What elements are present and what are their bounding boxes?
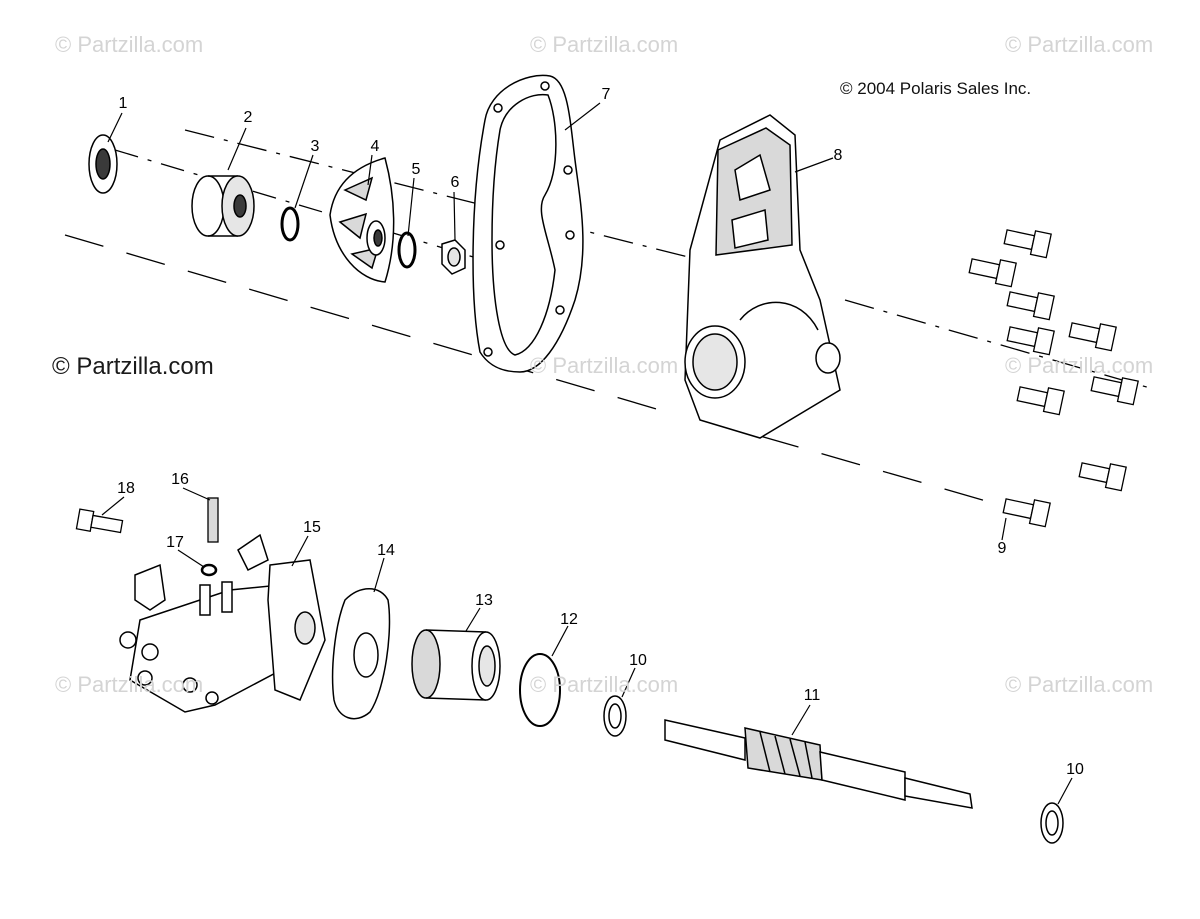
axis-line-lower bbox=[64, 234, 661, 411]
part-9-bolts bbox=[968, 229, 1139, 528]
part-10-washer bbox=[603, 695, 627, 737]
part-5-washer bbox=[397, 231, 417, 269]
axis-line-middle bbox=[114, 149, 491, 263]
part-10-washer-2 bbox=[1040, 802, 1064, 844]
copyright-notice: © 2004 Polaris Sales Inc. bbox=[840, 79, 1032, 98]
callout-17: 17 bbox=[166, 534, 184, 551]
part-14-gasket bbox=[331, 588, 391, 720]
callout-16: 16 bbox=[171, 471, 189, 488]
part-7-gasket bbox=[472, 74, 584, 373]
watermark-top-left: © Partzilla.com bbox=[55, 32, 204, 57]
watermark-bottom-right: © Partzilla.com bbox=[1005, 672, 1154, 697]
part-3-oring bbox=[280, 206, 300, 242]
callout-1: 1 bbox=[118, 95, 128, 112]
callout-6: 6 bbox=[450, 174, 460, 191]
callout-2: 2 bbox=[243, 109, 253, 126]
part-8-cover bbox=[684, 114, 841, 439]
axis-line-upper bbox=[184, 129, 701, 261]
part-2-bearing bbox=[191, 175, 255, 237]
axis-line-lower-right bbox=[759, 435, 1001, 506]
part-15-oil-pump bbox=[119, 533, 326, 713]
callout-9: 9 bbox=[997, 540, 1007, 557]
callout-18: 18 bbox=[117, 480, 135, 497]
callout-4: 4 bbox=[370, 138, 380, 155]
callout-5: 5 bbox=[411, 161, 421, 178]
callout-15: 15 bbox=[303, 519, 321, 536]
watermark-top-right: © Partzilla.com bbox=[1005, 32, 1154, 57]
callout-14: 14 bbox=[377, 542, 395, 559]
part-11-shaft bbox=[664, 719, 973, 809]
watermark-middle-right: © Partzilla.com bbox=[1005, 353, 1154, 378]
callout-8: 8 bbox=[833, 147, 843, 164]
watermark-middle-center: © Partzilla.com bbox=[530, 353, 679, 378]
part-16-pin bbox=[207, 497, 219, 543]
watermark-top-center: © Partzilla.com bbox=[530, 32, 679, 57]
part-1-seal bbox=[88, 134, 118, 194]
watermark-bottom-center: © Partzilla.com bbox=[530, 672, 679, 697]
callout-10-second: 10 bbox=[1066, 761, 1084, 778]
callout-11: 11 bbox=[803, 687, 821, 704]
part-18-bolt bbox=[75, 508, 124, 534]
part-13-cylinder bbox=[411, 629, 501, 701]
callout-12: 12 bbox=[560, 611, 578, 628]
part-4-impeller bbox=[329, 157, 395, 283]
part-6-nut bbox=[441, 239, 466, 275]
callout-3: 3 bbox=[310, 138, 320, 155]
watermark-bottom-left: © Partzilla.com bbox=[55, 672, 204, 697]
callout-7: 7 bbox=[601, 86, 611, 103]
callout-10: 10 bbox=[629, 652, 647, 669]
partzilla-watermark-main: © Partzilla.com bbox=[52, 353, 214, 380]
callout-13: 13 bbox=[475, 592, 493, 609]
part-12-oring bbox=[519, 653, 561, 727]
part-17-clip bbox=[200, 563, 218, 577]
